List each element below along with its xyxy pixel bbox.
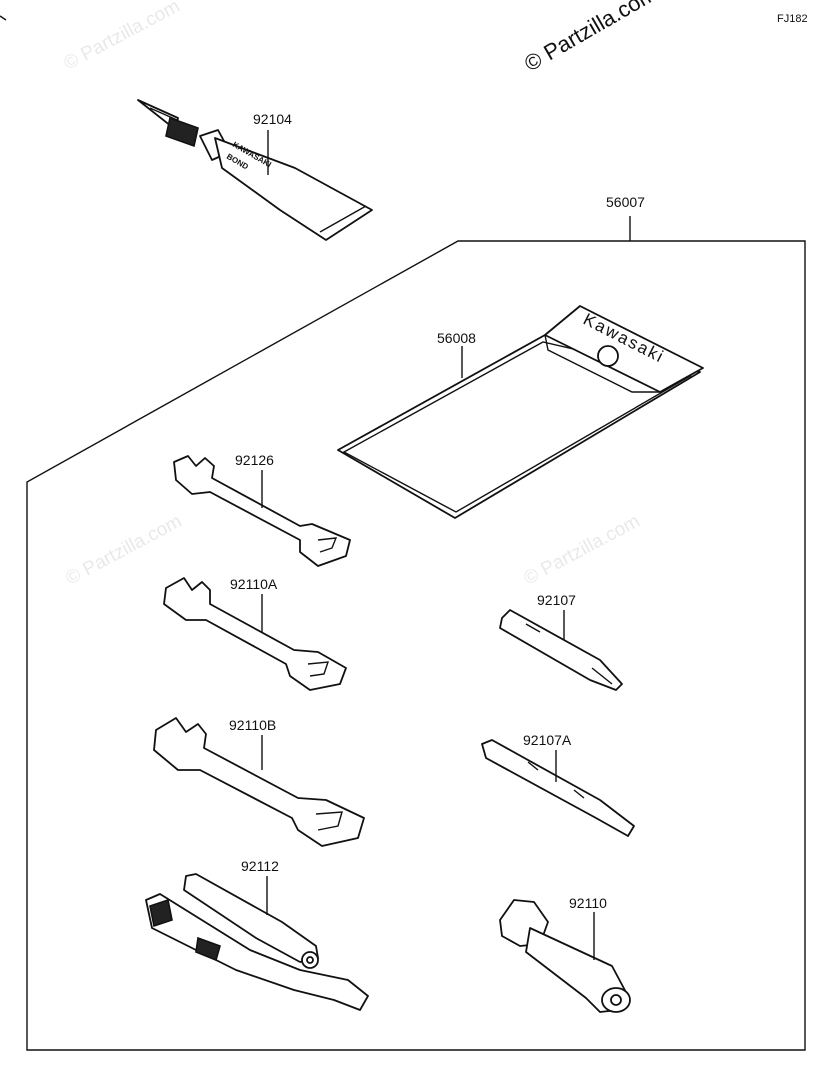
box-wrench-92110 — [499, 899, 631, 1013]
tool-kit-outline — [26, 240, 806, 1051]
wrench-92110b — [153, 717, 365, 847]
label-92110b: 92110B — [229, 717, 276, 733]
label-92110a: 92110A — [230, 576, 278, 592]
watermark: © Partzilla.com — [520, 511, 643, 590]
label-92104: 92104 — [253, 111, 292, 127]
watermark: © Partzilla.com — [60, 0, 183, 74]
label-92107: 92107 — [537, 592, 576, 608]
watermark: © Partzilla.com — [520, 0, 661, 76]
label-92112: 92112 — [241, 858, 279, 874]
label-56007: 56007 — [606, 194, 645, 210]
bond-tube: KAWASAKI BOND — [137, 99, 373, 241]
label-92126: 92126 — [235, 452, 274, 468]
pliers-92112 — [145, 873, 369, 1011]
corner-mark — [0, 15, 7, 21]
label-92107a: 92107A — [523, 732, 572, 748]
label-56008: 56008 — [437, 330, 476, 346]
watermark: © Partzilla.com — [62, 511, 185, 590]
figure-code: FJ182 — [777, 13, 808, 25]
wrench-92126 — [173, 455, 351, 567]
tool-pouch: Kawasaki — [337, 305, 704, 519]
screwdriver-92107a — [481, 739, 635, 837]
wrench-92110a — [163, 577, 347, 691]
screwdriver-92107 — [499, 609, 623, 691]
label-92110: 92110 — [569, 895, 607, 911]
